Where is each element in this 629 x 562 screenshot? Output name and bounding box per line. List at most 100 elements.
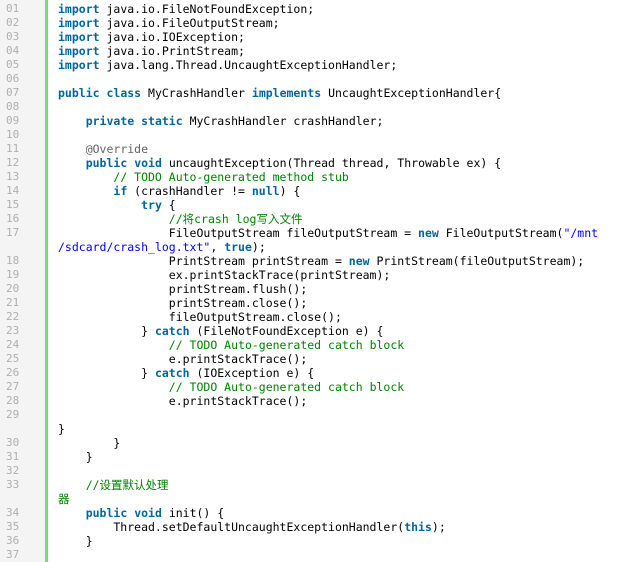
code-token: java.io.FileNotFoundException; (99, 2, 315, 16)
code-line: 17 FileOutputStream fileOutputStream = n… (0, 226, 629, 254)
line-number: 33 (6, 478, 20, 491)
code-token (58, 142, 86, 156)
line-number: 20 (6, 282, 20, 295)
code-text: if (crashHandler != null) { (58, 184, 625, 198)
code-line: 12 public void uncaughtException(Thread … (0, 156, 629, 170)
code-text: } (58, 450, 625, 464)
code-line: 13 // TODO Auto-generated method stub (0, 170, 629, 184)
code-token: printStream.close(); (58, 296, 308, 310)
code-token: public (85, 156, 128, 170)
line-number: 26 (6, 366, 20, 379)
code-line: 33 //设置默认处理器 (0, 478, 629, 506)
line-number: 05 (6, 58, 20, 71)
code-token: ); (251, 240, 266, 254)
code-text: } catch (IOException e) { (58, 366, 625, 380)
code-text: } (58, 422, 625, 436)
line-number-gutter (0, 0, 48, 562)
code-token: ex.printStackTrace(printStream); (58, 268, 391, 282)
code-text: printStream.close(); (58, 296, 625, 310)
code-token: class (106, 86, 142, 100)
code-text: } (58, 436, 625, 450)
code-token: } (58, 422, 65, 436)
code-line: 22 fileOutputStream.close(); (0, 310, 629, 324)
code-token: new (348, 254, 370, 268)
line-number: 36 (6, 534, 20, 547)
code-token: this (404, 520, 432, 534)
code-text: private static MyCrashHandler crashHandl… (58, 114, 625, 128)
code-token: MyCrashHandler crashHandler; (182, 114, 384, 128)
code-token: } (58, 436, 121, 450)
code-line: 05 import java.lang.Thread.UncaughtExcept… (0, 58, 629, 72)
code-line: 34 public void init() { (0, 506, 629, 520)
code-token: fileOutputStream.close(); (58, 310, 342, 324)
line-number: 02 (6, 16, 20, 29)
code-token: /sdcard/crash_log.txt" (58, 240, 211, 254)
code-token: try (141, 198, 162, 212)
line-number: 37 (6, 548, 20, 561)
line-number: 31 (6, 450, 20, 463)
line-number: 19 (6, 268, 20, 281)
line-number: 22 (6, 310, 20, 323)
code-token: Thread.setDefaultUncaughtExceptionHandle… (58, 520, 405, 534)
code-token: import (58, 30, 100, 44)
code-token: catch (154, 366, 190, 380)
code-text: PrintStream printStream = new PrintStrea… (58, 254, 625, 268)
code-line: 30 } (0, 436, 629, 450)
line-number: 35 (6, 520, 20, 533)
code-token: printStream.flush(); (58, 282, 308, 296)
code-line: 09 private static MyCrashHandler crashHa… (0, 114, 629, 128)
code-text-continuation: /sdcard/crash_log.txt", true); (58, 240, 266, 254)
code-line: 08 (0, 100, 629, 114)
code-token: new (418, 226, 439, 240)
code-text: import java.io.IOException; (58, 30, 625, 44)
code-token: implements (251, 86, 322, 100)
code-token: (crashHandler != (127, 184, 252, 198)
code-token (58, 338, 169, 352)
code-token: public (85, 506, 128, 520)
code-token: //将crash log写入文件 (168, 212, 303, 226)
code-token: UncaughtExceptionHandler{ (321, 86, 502, 100)
code-text: try { (58, 198, 625, 212)
code-token: private (85, 114, 135, 128)
code-token: @Override (85, 142, 149, 156)
code-token: MyCrashHandler (141, 86, 252, 100)
code-token: } (58, 450, 93, 464)
code-token: void (134, 156, 162, 170)
line-number: 23 (6, 324, 20, 337)
code-text: import java.lang.Thread.UncaughtExceptio… (58, 58, 625, 72)
line-number: 13 (6, 170, 20, 183)
line-number: 12 (6, 156, 20, 169)
code-text: import java.io.FileOutputStream; (58, 16, 625, 30)
code-token: e.printStackTrace(); (58, 352, 308, 366)
code-token: java.io.FileOutputStream; (99, 16, 280, 30)
code-token: // TODO Auto-generated catch block (168, 338, 405, 352)
code-token: uncaughtException(Thread thread, Throwab… (161, 156, 502, 170)
code-token: //设置默认处理 (85, 478, 169, 492)
code-token: void (134, 506, 162, 520)
code-line: 29 (0, 408, 629, 422)
code-token: FileOutputStream fileOutputStream = (58, 226, 419, 240)
line-number: 30 (6, 436, 20, 449)
line-number: 21 (6, 296, 20, 309)
code-token: FileOutputStream( (438, 226, 564, 240)
line-number: 03 (6, 30, 20, 43)
code-token (58, 156, 86, 170)
code-text: ex.printStackTrace(printStream); (58, 268, 625, 282)
code-line: 20 printStream.flush(); (0, 282, 629, 296)
code-token: 器 (58, 492, 70, 506)
code-token: import (58, 58, 100, 72)
code-token: ); (431, 520, 446, 534)
line-number: 07 (6, 86, 20, 99)
code-token: java.io.IOException; (99, 30, 245, 44)
code-token: } (58, 366, 155, 380)
line-number: 17 (6, 226, 20, 239)
code-line: 16 //将crash log写入文件 (0, 212, 629, 226)
line-number: 14 (6, 184, 20, 197)
code-line: 11 @Override (0, 142, 629, 156)
code-line: 25 e.printStackTrace(); (0, 352, 629, 366)
code-token: { (161, 198, 176, 212)
code-token (58, 478, 86, 492)
code-line: 27 // TODO Auto-generated catch block (0, 380, 629, 394)
